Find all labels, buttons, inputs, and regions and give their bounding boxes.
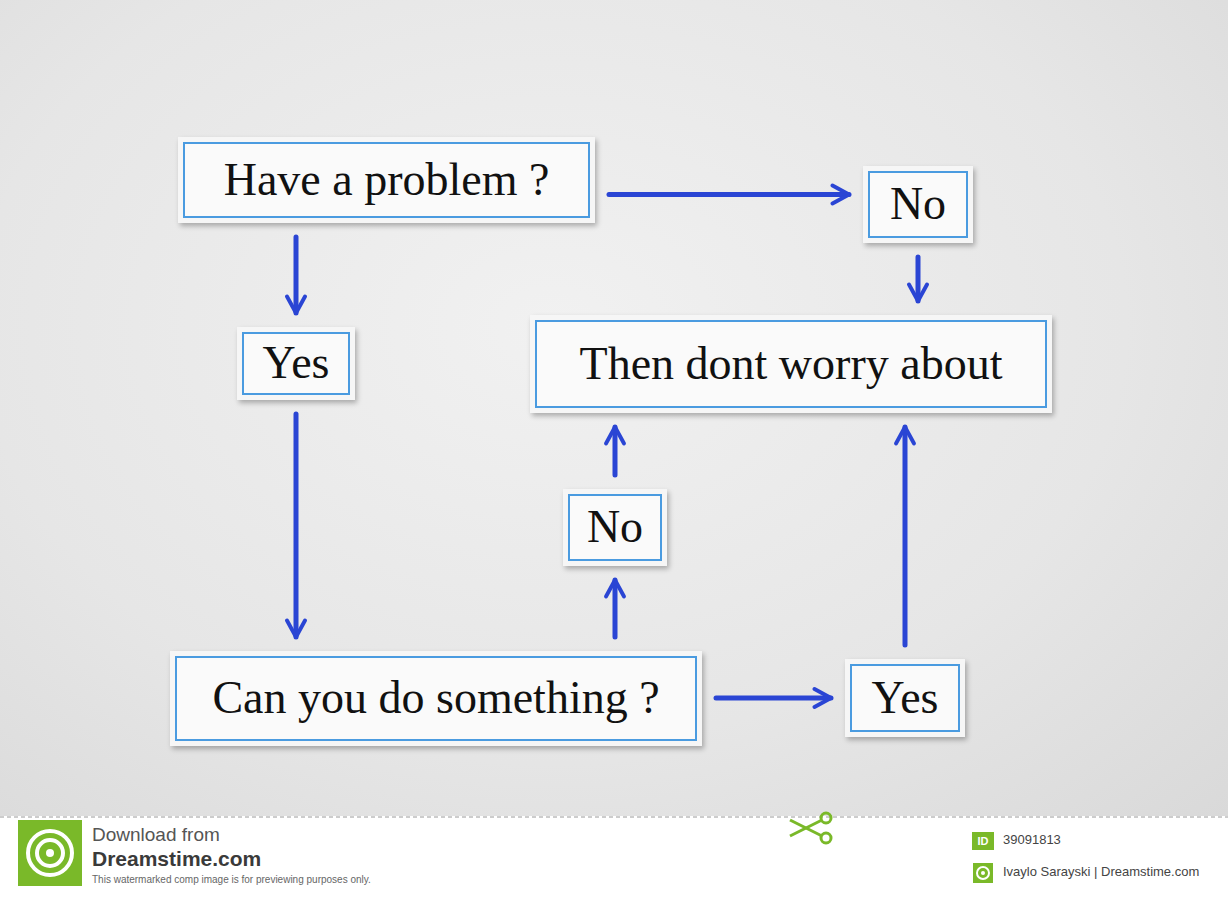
- image-id: 39091813: [1003, 833, 1061, 848]
- flow-arrow: [294, 414, 299, 637]
- footer-text: Download from: [92, 824, 220, 846]
- answer-box: No: [863, 166, 973, 243]
- question-box: Have a problem ?: [178, 137, 595, 223]
- answer-box: No: [563, 489, 667, 566]
- flow-arrow: [916, 257, 921, 301]
- answer-box: Yes: [237, 327, 355, 400]
- answer-box: Yes: [845, 659, 965, 737]
- node-text: Yes: [263, 338, 330, 389]
- box-frame: Then dont worry about: [535, 320, 1047, 408]
- node-text: Have a problem ?: [224, 155, 550, 206]
- node-text: No: [890, 179, 946, 230]
- node-text: ID: [978, 836, 989, 847]
- question-box: Can you do something ?: [170, 651, 702, 746]
- dashed-rule: [0, 817, 1228, 818]
- logo-square: [18, 820, 82, 886]
- flow-arrow: [903, 427, 908, 645]
- node-text: Can you do something ?: [212, 673, 659, 724]
- box-frame: Can you do something ?: [175, 656, 697, 741]
- id-tag: ID: [972, 832, 994, 850]
- node-text: Then dont worry about: [580, 339, 1003, 390]
- box-frame: Yes: [242, 332, 350, 395]
- box-frame: No: [568, 494, 662, 561]
- scissors-icon: [790, 813, 831, 843]
- flow-arrow: [716, 696, 831, 701]
- box-frame: Yes: [850, 664, 960, 732]
- footer-note: This watermarked comp image is for previ…: [92, 874, 371, 886]
- flow-arrow: [294, 237, 299, 313]
- node-text: No: [587, 502, 643, 553]
- box-frame: ID: [972, 832, 994, 850]
- author-credit: Ivaylo Sarayski | Dreamstime.com: [1003, 865, 1199, 880]
- flow-arrow: [613, 427, 618, 475]
- node-text: Yes: [872, 673, 939, 724]
- flow-arrow: [609, 192, 849, 197]
- footer-brand: Dreamstime.com: [92, 847, 261, 871]
- author-icon: [973, 863, 993, 883]
- flow-arrow: [613, 580, 618, 637]
- box-frame: Have a problem ?: [183, 142, 590, 218]
- outcome-box: Then dont worry about: [530, 315, 1052, 413]
- box-frame: No: [868, 171, 968, 238]
